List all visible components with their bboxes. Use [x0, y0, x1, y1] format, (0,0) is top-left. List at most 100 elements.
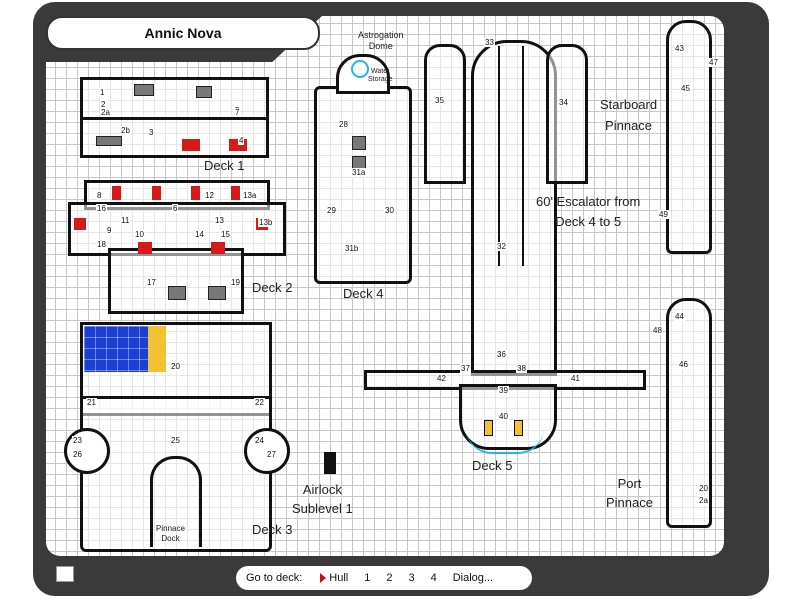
room-number: 2b [120, 126, 131, 135]
deck-2-bed [191, 186, 200, 200]
airlock-sublevel-hatch [324, 452, 336, 474]
deck-2-bed [211, 242, 225, 254]
room-number: 29 [326, 206, 337, 215]
deck-1-divider [80, 117, 266, 120]
nav-deck-1-link[interactable]: 1 [364, 572, 371, 584]
deck-2-seats [168, 286, 186, 300]
deck-5-dome [466, 428, 544, 454]
room-number: 12 [204, 191, 215, 200]
deck-1-label: Deck 1 [204, 158, 245, 173]
astrogation-dome-core [351, 60, 369, 78]
room-number: 41 [570, 374, 581, 383]
room-number: 46 [678, 360, 689, 369]
deck-1-furniture [96, 136, 122, 146]
deck-4-hull [314, 86, 412, 284]
ship-title: Annic Nova [144, 25, 222, 41]
room-number: 34 [558, 98, 569, 107]
deck-plan-map[interactable]: Deck 1 Deck 2 Deck 3 Deck 4 Deck 5 Astro… [46, 16, 724, 556]
goto-deck-label: Go to deck: [246, 572, 303, 584]
room-number: 20 [170, 362, 181, 371]
room-number: 11 [120, 216, 131, 225]
escalator-spine [471, 40, 557, 376]
nav-deck-3-link[interactable]: 3 [408, 572, 415, 584]
room-number: 39 [498, 386, 509, 395]
room-number: 8 [96, 191, 103, 200]
deck-4-console [352, 136, 366, 150]
room-number: 47 [708, 58, 719, 67]
room-number: 40 [498, 412, 509, 421]
room-number: 20 [698, 484, 709, 493]
deck-3-pinnace-dock [150, 456, 202, 547]
escalator-rail [522, 46, 524, 266]
room-number: 1 [99, 88, 106, 97]
nav-hull-link[interactable]: Hull [312, 572, 356, 584]
room-number: 31b [344, 244, 360, 253]
pinnace-bay-right [546, 44, 588, 184]
deck-2-bed [138, 242, 152, 254]
pinnace-dock-label: Pinnace Dock [156, 524, 185, 543]
port-pinnace [666, 298, 712, 528]
room-number: 25 [170, 436, 181, 445]
room-number: 13b [258, 218, 274, 227]
room-number: 10 [134, 230, 145, 239]
nav-deck-2-link[interactable]: 2 [386, 572, 393, 584]
starboard-pinnace-label: Starboard Pinnace [600, 97, 658, 133]
room-number: 42 [436, 374, 447, 383]
deck-2-bed [231, 186, 240, 200]
deck-3-hangar [80, 396, 272, 552]
water-storage-label: Water Storage [368, 68, 393, 83]
room-number: 3 [148, 128, 155, 137]
room-number: 7 [234, 108, 241, 117]
deck-2-label: Deck 2 [252, 280, 293, 295]
room-number: 17 [146, 278, 157, 287]
room-number: 15 [220, 230, 231, 239]
room-number: 44 [674, 312, 685, 321]
airlock-label: Airlock Sublevel 1 [292, 482, 353, 516]
ship-title-tab: Annic Nova [46, 16, 320, 50]
room-number: 21 [86, 398, 97, 407]
room-number: 24 [254, 436, 265, 445]
deck-5-pod [484, 420, 493, 436]
room-number: 6 [172, 204, 179, 213]
pinnace-bay-left [424, 44, 466, 184]
room-number: 33 [484, 38, 495, 47]
astrogation-dome-label: Astrogation Dome [358, 30, 404, 51]
deck-5-label: Deck 5 [472, 458, 513, 473]
deck-2-seats [208, 286, 226, 300]
deck-2-bed [112, 186, 121, 200]
room-number: 19 [230, 278, 241, 287]
deck-5-pod [514, 420, 523, 436]
corner-page-icon[interactable] [56, 566, 74, 582]
deck-3-pool [84, 326, 148, 372]
deck-2-neck [108, 248, 244, 314]
starboard-pinnace [666, 20, 712, 254]
room-number: 27 [266, 450, 277, 459]
port-pinnace-label: Port Pinnace [606, 476, 653, 510]
deck-1-bed [182, 139, 200, 151]
room-number: 13 [214, 216, 225, 225]
play-arrow-icon [320, 573, 327, 584]
room-number: 35 [434, 96, 445, 105]
room-number: 2 [100, 100, 107, 109]
escalator-label: 60' Escalator from Deck 4 to 5 [536, 194, 641, 229]
nav-dialog-link[interactable]: Dialog... [452, 572, 494, 584]
room-number: 2a [100, 108, 111, 117]
room-number: 28 [338, 120, 349, 129]
room-number: 48 [652, 326, 663, 335]
room-number: 43 [674, 44, 685, 53]
room-number: 4 [238, 136, 245, 145]
room-number: 26 [72, 450, 83, 459]
room-number: 2a [698, 496, 709, 505]
room-number: 9 [106, 226, 113, 235]
nav-hull-label: Hull [329, 572, 349, 584]
room-number: 45 [680, 84, 691, 93]
escalator-rail [498, 46, 500, 266]
deck-2-bed [152, 186, 161, 200]
room-number: 18 [96, 240, 107, 249]
deck-navigation-bar: Go to deck: Hull 1 2 3 4 Dialog... [236, 566, 532, 590]
deck-3-pool-deck [148, 326, 166, 372]
nav-deck-4-link[interactable]: 4 [430, 572, 437, 584]
deck-3-left-airlock [64, 428, 110, 474]
room-number: 37 [460, 364, 471, 373]
